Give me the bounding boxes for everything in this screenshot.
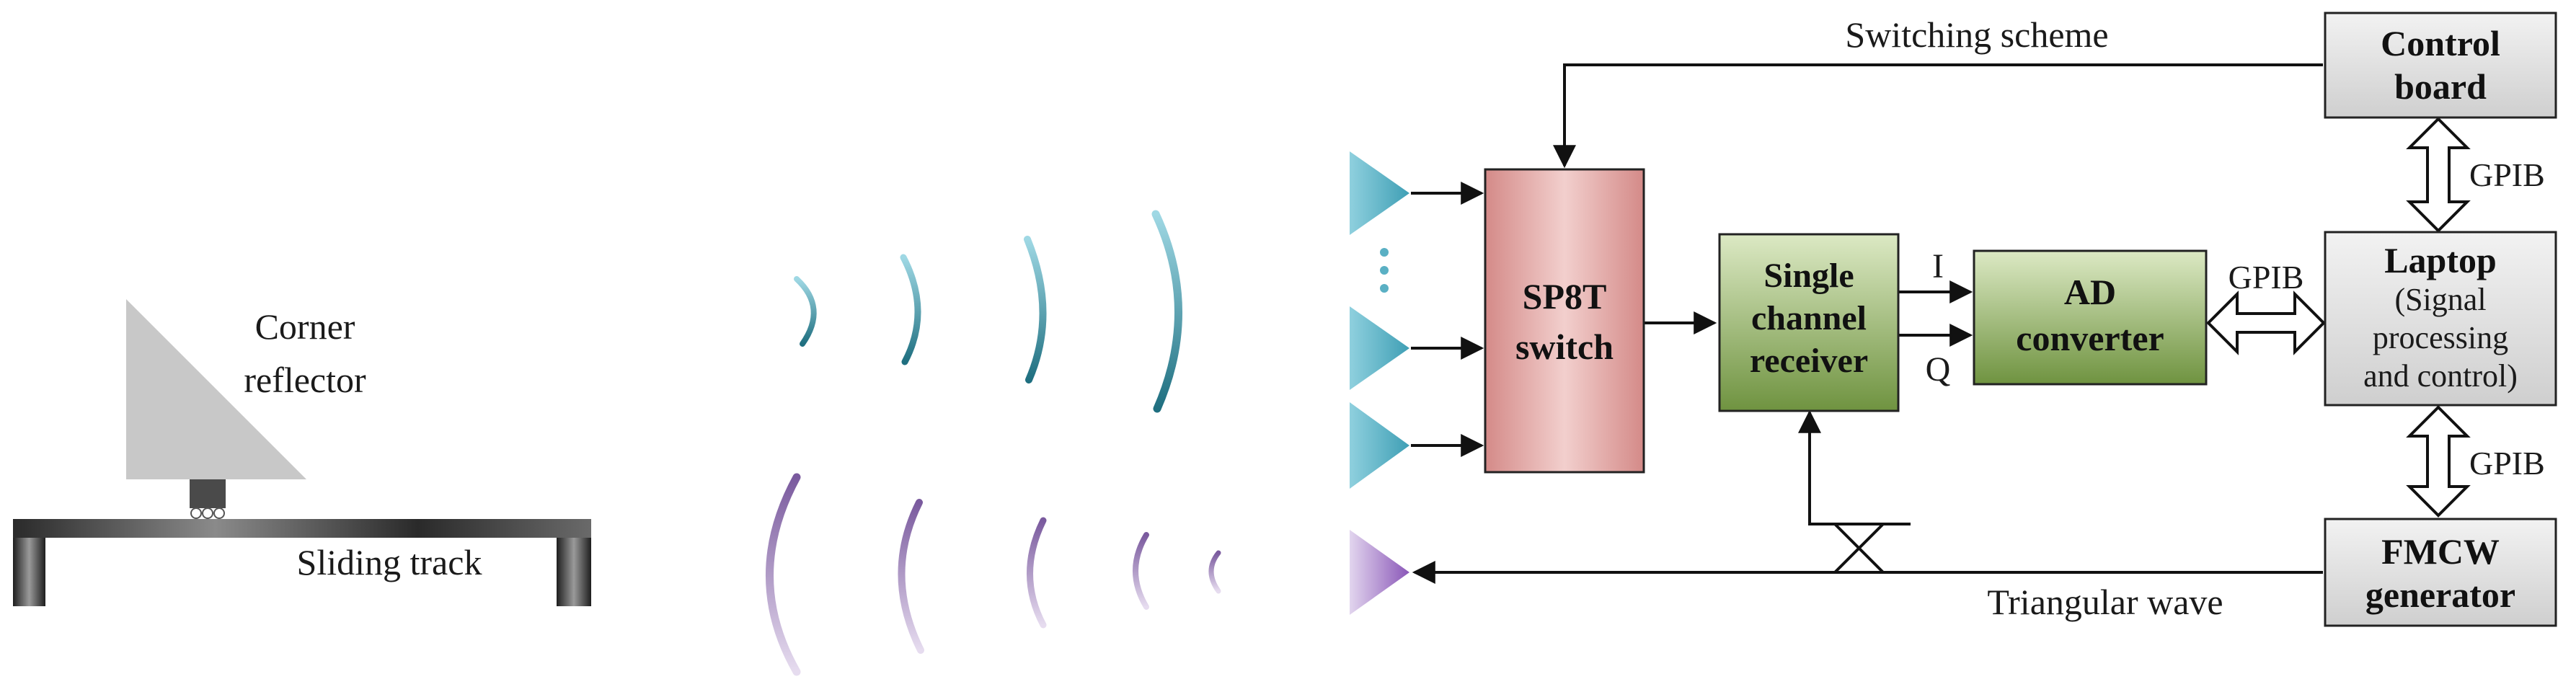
- laptop-label-2: (Signal: [2394, 282, 2486, 317]
- laptop-label-1: Laptop: [2384, 240, 2497, 280]
- receive-waves: [794, 210, 1182, 413]
- receiver-label-3: receiver: [1750, 342, 1868, 380]
- rx-wave: [1151, 210, 1182, 413]
- control-label-1: Control: [2381, 23, 2500, 63]
- switch-label-2: switch: [1515, 327, 1614, 367]
- gpib-double-arrow-top: [2406, 117, 2471, 233]
- adc-label-2: converter: [2016, 318, 2164, 358]
- signal-q-label: Q: [1926, 350, 1951, 389]
- receiver-lo-line: [1798, 409, 1911, 525]
- corner-reflector: [126, 299, 306, 519]
- adc-label-1: AD: [2064, 272, 2116, 312]
- rx-antenna: [1350, 402, 1409, 489]
- transmit-waves: [766, 473, 1221, 676]
- rx-wave: [1024, 236, 1047, 383]
- rx-wave: [900, 254, 921, 365]
- gpib-double-arrow-bottom: [2406, 405, 2471, 518]
- fmcw-label-2: generator: [2365, 575, 2515, 615]
- triangular-wave-label: Triangular wave: [1987, 582, 2223, 622]
- gpib-links: [2206, 117, 2471, 518]
- reflector-mount: [190, 479, 226, 508]
- tx-wave: [898, 499, 924, 654]
- gpib-middle-label: GPIB: [2228, 259, 2304, 296]
- single-channel-receiver-block: Single channel receiver: [1718, 233, 1900, 412]
- corner-reflector-label-2: reflector: [244, 360, 366, 400]
- laptop-label-4: and control): [2363, 358, 2518, 394]
- ad-converter-block: AD converter: [1973, 249, 2208, 386]
- control-board-block: Control board: [2324, 12, 2557, 119]
- switching-scheme-line: [1553, 63, 2323, 169]
- fmcw-label-1: FMCW: [2381, 531, 2500, 572]
- sp8t-switch-block: SP8T switch: [1484, 168, 1645, 474]
- crossover-mark: [1833, 523, 1885, 574]
- sliding-track-label: Sliding track: [297, 542, 482, 582]
- corner-reflector-label-1: Corner: [255, 306, 355, 347]
- receive-antennas: [1350, 151, 1409, 489]
- sliding-track: [13, 519, 591, 606]
- signal-i-label: I: [1932, 247, 1944, 285]
- switch-label-1: SP8T: [1523, 276, 1607, 316]
- gpib-top-label: GPIB: [2469, 156, 2545, 193]
- control-label-2: board: [2394, 66, 2487, 107]
- laptop-block: Laptop (Signal processing and control): [2324, 231, 2557, 407]
- gpib-double-arrow-middle: [2206, 290, 2326, 355]
- switching-scheme-label: Switching scheme: [1845, 14, 2108, 55]
- gpib-bottom-label: GPIB: [2469, 445, 2545, 482]
- tx-wave: [1208, 550, 1221, 594]
- tx-wave: [1027, 517, 1047, 629]
- fmcw-generator-block: FMCW generator: [2324, 518, 2557, 627]
- rx-antenna: [1350, 306, 1409, 390]
- ellipsis-dot: [1380, 284, 1389, 293]
- receiver-label-2: channel: [1751, 299, 1867, 337]
- laptop-label-3: processing: [2373, 320, 2508, 355]
- connections: [1411, 63, 2323, 584]
- rx-wave: [794, 276, 817, 347]
- tx-wave: [766, 473, 801, 676]
- tx-antenna: [1350, 530, 1409, 615]
- ellipsis-dot: [1380, 248, 1389, 257]
- ellipsis-dot: [1380, 266, 1389, 275]
- receiver-label-1: Single: [1763, 257, 1854, 295]
- tx-wave: [1133, 532, 1149, 610]
- rx-antenna: [1350, 151, 1409, 235]
